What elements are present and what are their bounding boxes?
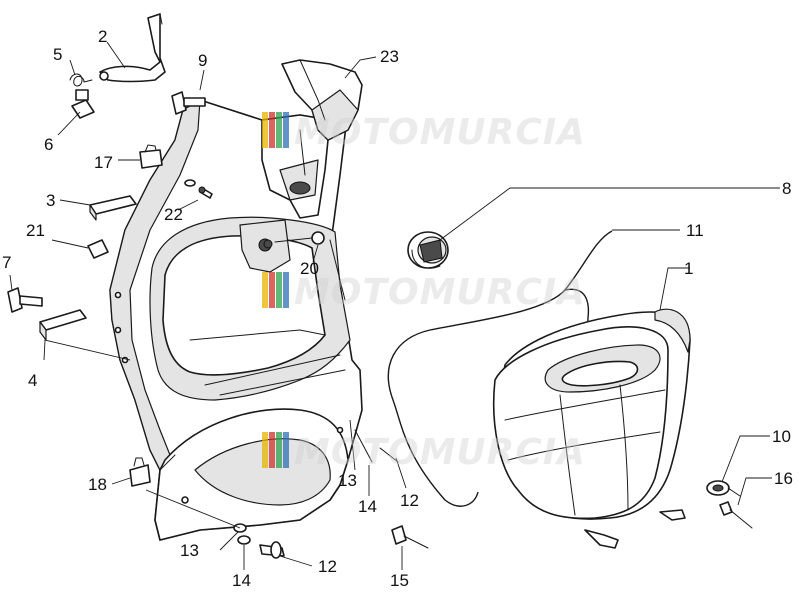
watermark-stripe [283,272,289,308]
part-8-lock [407,231,449,269]
watermark-instance: MOTOMURCIA [262,432,586,473]
callout-23: 23 [380,47,399,66]
watermark-stripe [262,112,268,148]
part-1-glovebox-door [492,308,691,549]
watermark-stripe [269,272,275,308]
callout-7: 7 [2,253,11,272]
callout-13-lower: 13 [180,541,199,560]
part-23-top-cover [281,59,363,141]
watermark-stripe [262,432,268,468]
callout-11: 11 [686,221,704,240]
callout-1: 1 [684,259,693,278]
callout-numbers: 23 2 5 9 6 17 3 22 8 21 11 1 20 7 4 10 1… [2,27,793,590]
callout-14-upper: 14 [358,497,377,516]
callout-5: 5 [53,45,62,64]
leader-lines [9,41,780,570]
watermark-stripe [283,112,289,148]
callout-16: 16 [774,469,793,488]
watermark-stripe [269,432,275,468]
part-15-pin [391,525,429,549]
callout-21: 21 [26,221,45,240]
callout-14-lower: 14 [232,571,251,590]
watermark-stripe [262,272,268,308]
part-16-pin [719,501,753,529]
part-3-clip [89,195,137,221]
part-7-screw [7,287,43,313]
callout-6: 6 [44,135,53,154]
part-20-screw [263,231,325,249]
callout-22: 22 [164,205,183,224]
watermark-stripe [269,112,275,148]
front-shield [109,99,363,541]
callout-17: 17 [94,153,113,172]
watermark-text: MOTOMURCIA [294,272,586,313]
watermark-stripe [276,272,282,308]
callout-18: 18 [88,475,107,494]
watermark-stripe [283,432,289,468]
part-9-screw [171,91,206,115]
callout-2: 2 [98,27,107,46]
parts-13-14-12-lower [233,523,285,559]
callout-3: 3 [46,191,55,210]
callout-9: 9 [198,51,207,70]
part-10-grommet [706,480,741,497]
callout-12-lower: 12 [318,557,337,576]
callout-20: 20 [300,259,319,278]
part-6-clip [71,89,95,119]
watermark-instance: MOTOMURCIA [262,272,586,313]
watermark-text: MOTOMURCIA [294,432,586,473]
watermark-stripe [276,432,282,468]
callout-15: 15 [390,571,409,590]
parts-13-14-12-upper [354,429,399,463]
callout-12-upper: 12 [400,491,419,510]
part-18-clip [129,457,151,487]
part-5-spring [69,73,93,87]
part-22-screw [184,179,213,199]
watermark-text: MOTOMURCIA [294,112,586,153]
watermark-stripe [276,112,282,148]
callout-8: 8 [782,179,791,198]
part-21-clip [87,239,109,259]
watermark-instance: MOTOMURCIA [262,112,586,153]
part-2-bracket [99,13,166,83]
part-17-clip [139,144,163,169]
callout-10: 10 [772,427,791,446]
part-4-clip [39,309,87,341]
watermark-logo: MOTOMURCIA MOTOMURCIA MOTOMURCIA [262,112,586,473]
callout-4: 4 [28,371,37,390]
callout-13-upper: 13 [338,471,357,490]
